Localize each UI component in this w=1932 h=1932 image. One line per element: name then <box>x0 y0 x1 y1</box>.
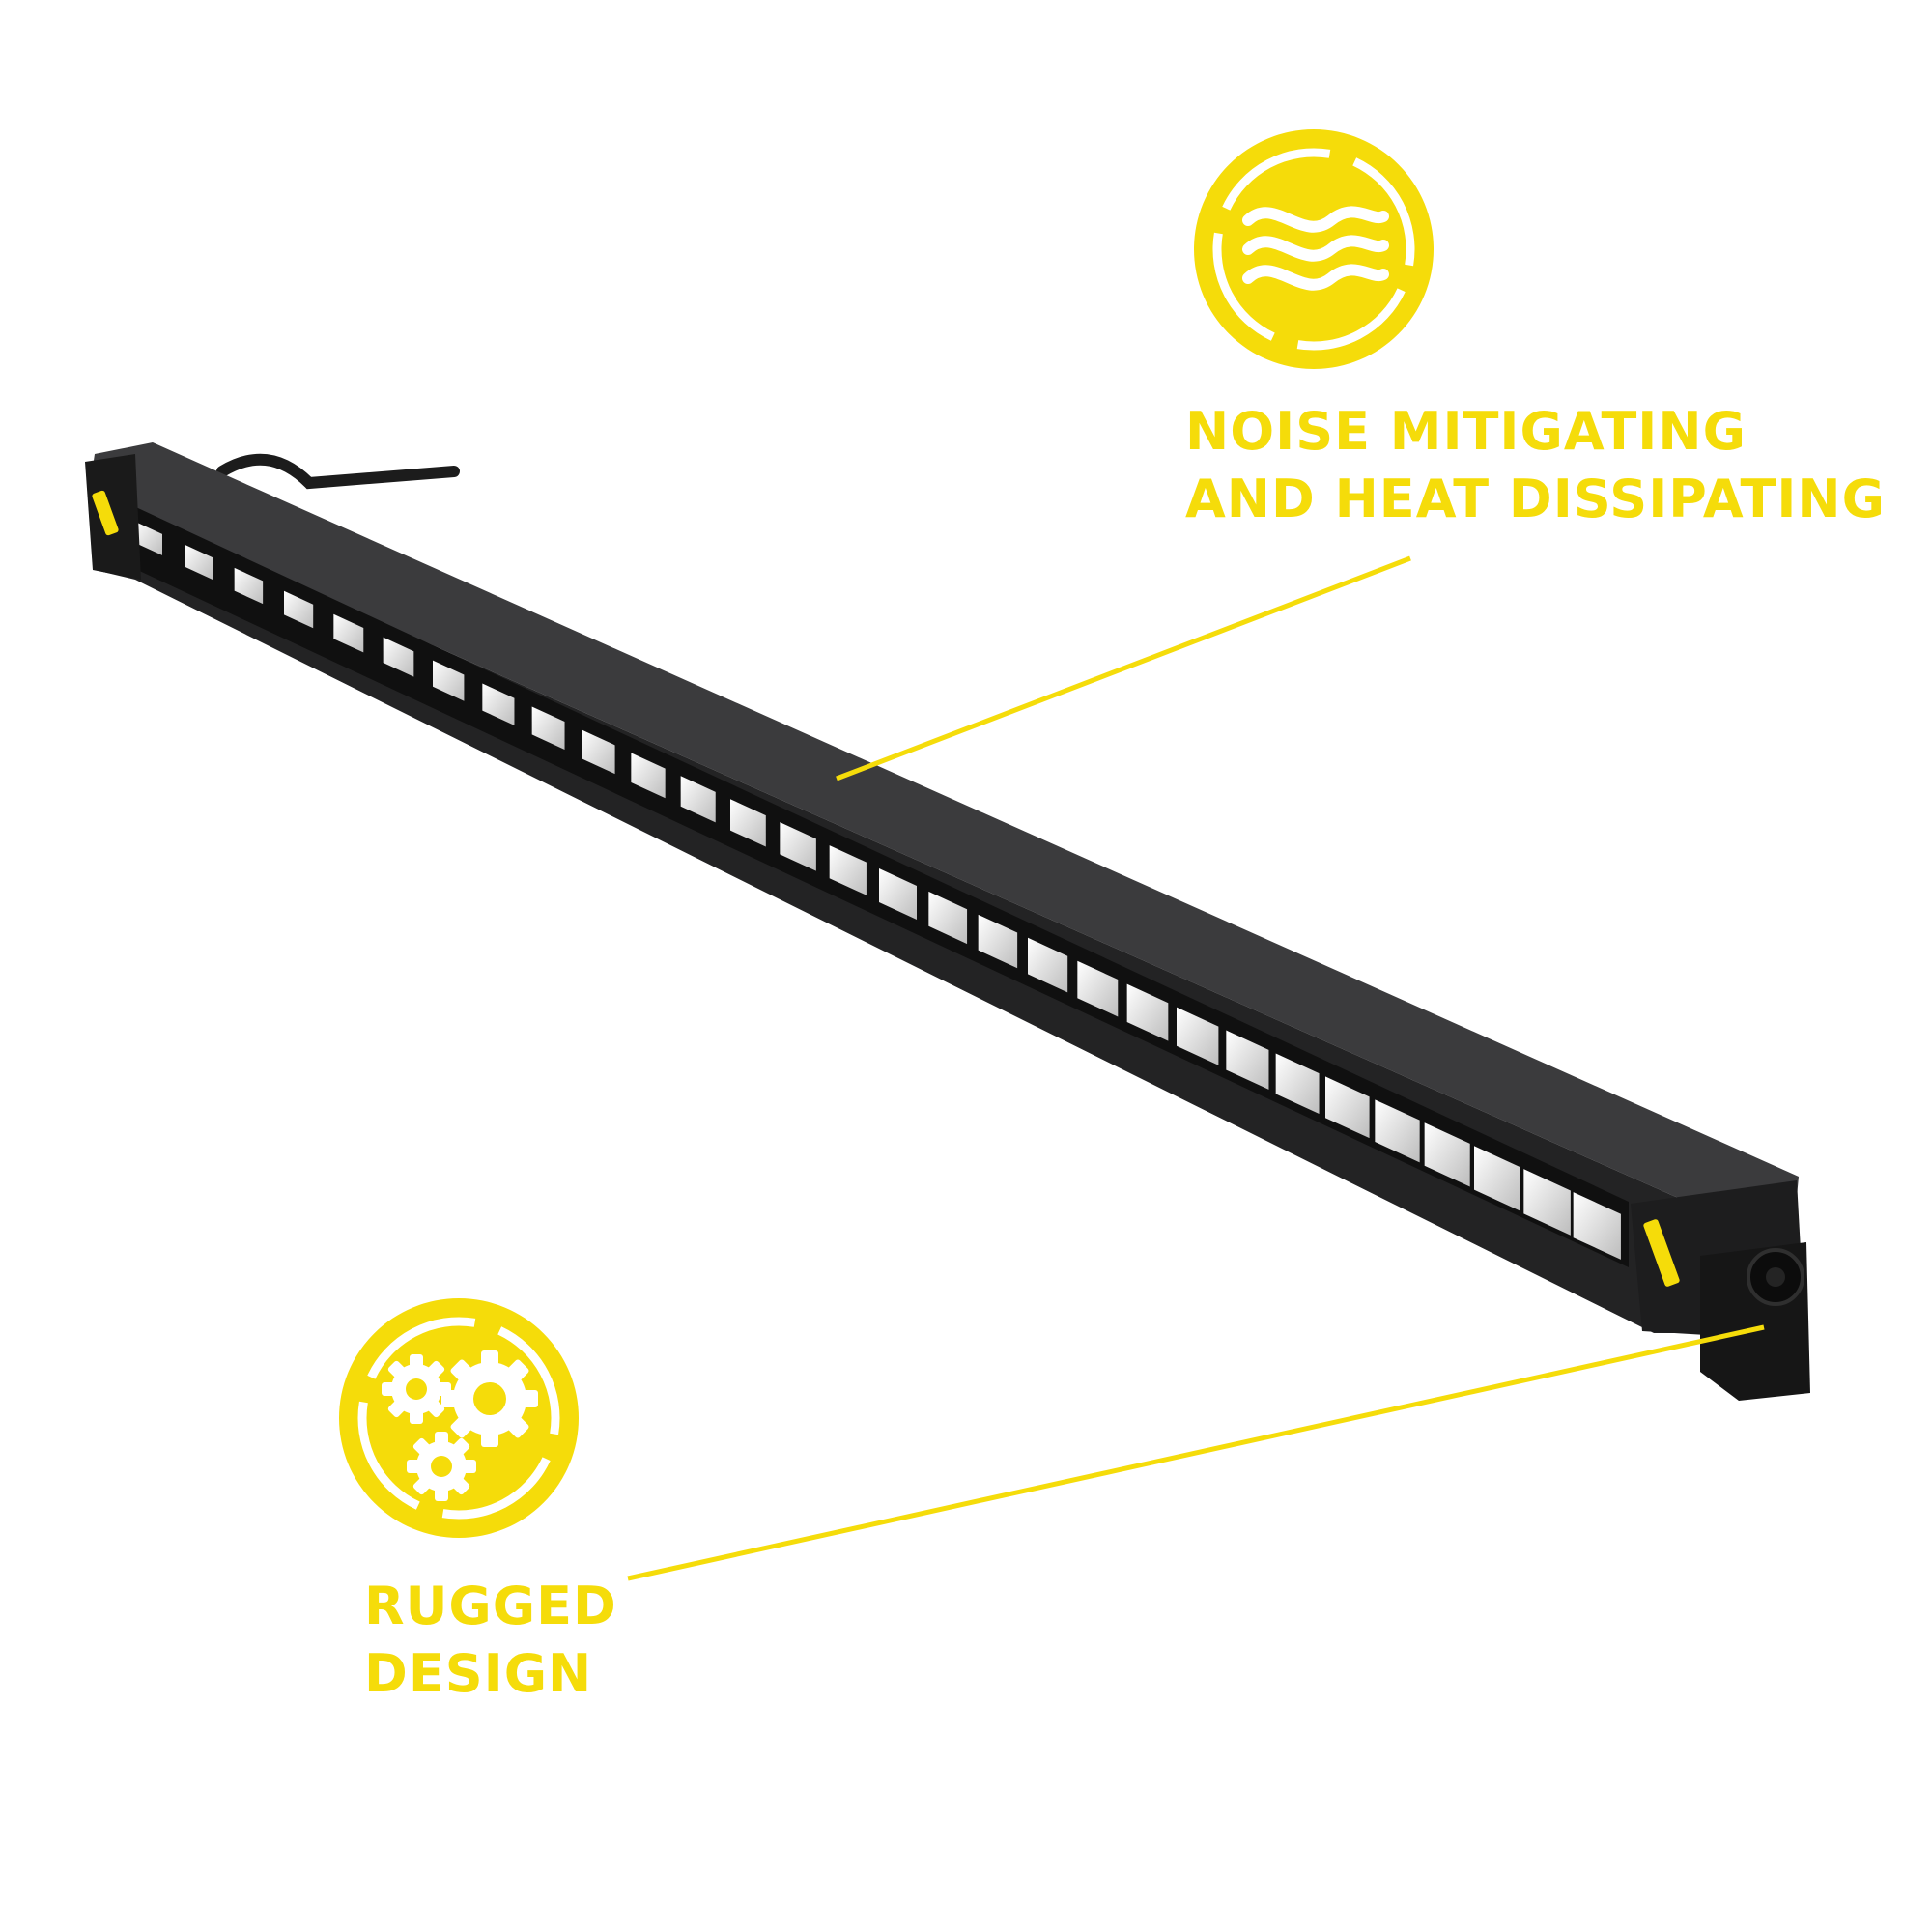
led-segment <box>284 590 314 629</box>
led-segment <box>928 891 968 945</box>
led-segment <box>1474 1146 1520 1211</box>
led-segment <box>1424 1122 1470 1187</box>
led-segment <box>879 868 917 920</box>
leader-line-noise <box>836 555 1411 781</box>
feature-label-noise: NOISE MITIGATING AND HEAT DISSIPATING <box>1185 398 1886 533</box>
gears-icon <box>339 1298 579 1538</box>
led-segment <box>1573 1192 1621 1260</box>
led-segment <box>1126 983 1169 1041</box>
light-bar-top-housing <box>89 442 1799 1225</box>
feature-label-rugged: RUGGED DESIGN <box>364 1573 617 1708</box>
led-array <box>135 522 1621 1260</box>
gear-bottom-icon <box>407 1432 476 1501</box>
led-segment <box>1028 937 1068 993</box>
led-segment <box>135 522 162 555</box>
led-segment <box>1275 1053 1320 1115</box>
feature-label-noise-line1: NOISE MITIGATING <box>1185 401 1747 462</box>
led-segment <box>333 613 364 653</box>
power-cable <box>216 453 460 490</box>
led-segment <box>631 753 666 799</box>
led-segment <box>383 637 414 677</box>
led-segment <box>829 845 867 895</box>
led-segment <box>1325 1076 1370 1139</box>
led-segment <box>1226 1030 1269 1090</box>
led-segment <box>433 660 465 701</box>
mounting-bracket <box>1700 1242 1810 1401</box>
gear-large-icon <box>441 1350 538 1447</box>
led-segment <box>978 914 1018 969</box>
brand-logo-right <box>1643 1219 1680 1287</box>
led-segment <box>185 544 213 581</box>
feature-label-rugged-line1: RUGGED <box>364 1576 617 1636</box>
led-segment <box>730 799 766 847</box>
brand-logo-left <box>92 490 119 536</box>
feature-label-noise-line2: AND HEAT DISSIPATING <box>1185 469 1886 530</box>
feature-label-rugged-line2: DESIGN <box>364 1643 593 1705</box>
led-segment <box>582 729 615 775</box>
gear-small-icon <box>382 1354 451 1424</box>
leader-line-rugged <box>627 1324 1765 1581</box>
led-segment <box>1375 1099 1420 1163</box>
led-segment <box>1523 1169 1571 1236</box>
led-segment <box>234 567 264 605</box>
light-bar <box>85 442 1810 1401</box>
led-segment <box>531 706 565 750</box>
led-segment <box>680 776 716 823</box>
waves-icon <box>1194 129 1434 369</box>
led-segment <box>1177 1007 1219 1065</box>
led-segment <box>482 683 515 725</box>
led-segment <box>1077 960 1119 1017</box>
led-segment <box>780 822 816 871</box>
